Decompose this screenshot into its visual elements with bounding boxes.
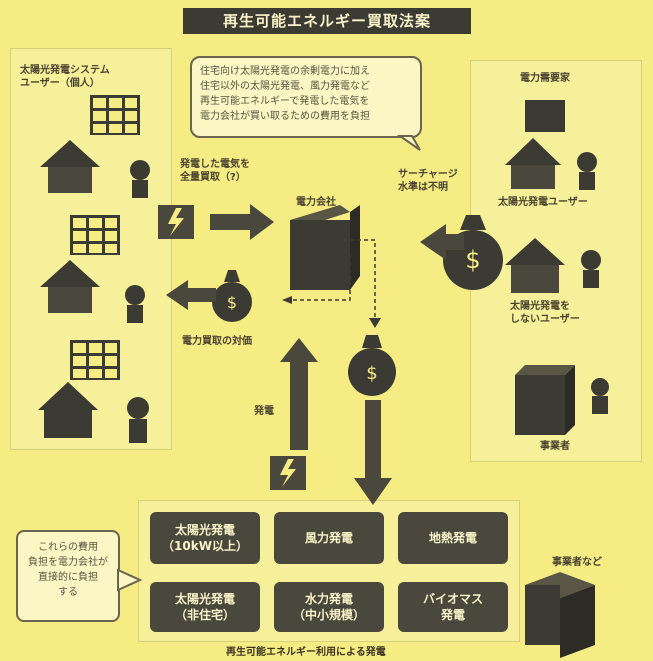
arrow-down-icon [354,400,392,505]
left-header: 太陽光発電システム ユーザー（個人） [20,64,160,90]
gen-geothermal-line-1: 地熱発電 [428,531,477,545]
user-non-solar-line-2: しないユーザー [510,314,580,325]
power-company-building-icon [290,205,360,290]
gen-solar-nonresidential: 太陽光発電 （非住宅） [150,582,260,632]
arrow-left-icon [282,296,292,304]
speech-line-1: 住宅向け太陽光発電の余剰電力に加え [200,66,370,77]
arrow-up-icon [280,338,318,450]
svg-text:$: $ [366,363,377,384]
speech-line-3: 再生可能エネルギーで発電した電気を [200,96,370,107]
note-line-3: 直接的に負担 [38,572,98,583]
house-icon [505,238,601,293]
gen-hydro: 水力発電 （中小規模） [274,582,384,632]
note-line-4: する [58,587,78,598]
user-non-solar-label: 太陽光発電を しないユーザー [510,300,580,326]
gen-solar-nonres-line-2: （非住宅） [174,608,235,622]
note-pointer-icon [117,568,143,592]
generation-label: 発電 [254,406,274,417]
gen-solar-10kw-line-2: （10kW以上） [162,539,248,553]
note-bubble: これらの費用 負担を電力会社が 直接的に負担 する [16,530,120,622]
speech-line-2: 住宅以外の太陽光発電、風力発電など [200,81,370,92]
user-non-solar-line-1: 太陽光発電を [510,301,570,312]
gen-solar-nonres-line-1: 太陽光発電 [174,592,235,606]
left-header-line-1: 太陽光発電システム [20,65,110,76]
gen-geothermal: 地熱発電 [398,512,508,564]
electricity-icon [270,456,306,490]
sell-label-line-2: 全量買取（?） [180,172,246,183]
note-line-1: これらの費用 [38,542,98,553]
solar-house-icon [40,95,150,198]
user-solar-label: 太陽光発電ユーザー [498,197,588,208]
money-bag-icon: $ [348,335,396,396]
purchase-payment-label: 電力買取の対価 [182,336,252,347]
footer-label: 再生可能エネルギー利用による発電 [226,647,386,658]
dashed-flow-icon [290,239,376,320]
gen-wind-line-1: 風力発電 [304,531,353,545]
surcharge-label: サーチャージ 水準は不明 [398,168,458,194]
gen-solar-10kw-line-1: 太陽光発電 [174,523,235,537]
business-cube-icon [525,572,595,658]
business-label: 事業者 [540,441,570,452]
arrow-down-icon [369,318,381,328]
svg-text:$: $ [465,246,480,274]
speech-line-4: 電力会社が買い取るための費用を負担 [200,111,370,122]
speech-pointer-icon [396,135,421,151]
svg-text:$: $ [227,293,237,312]
solar-house-icon [40,215,145,323]
speech-bubble: 住宅向け太陽光発電の余剰電力に加え 住宅以外の太陽光発電、風力発電など 再生可能… [190,56,422,138]
arrow-left-icon [420,224,464,260]
arrow-right-icon [210,204,274,240]
gen-hydro-line-2: （中小規模） [292,608,365,622]
electricity-icon [158,205,194,239]
power-company-label: 電力会社 [296,197,336,208]
gen-biomass-line-2: 発電 [440,608,465,622]
sell-label-line-1: 発電した電気を [180,159,250,170]
surcharge-line-1: サーチャージ [398,169,458,180]
business-etc-label: 事業者など [552,557,602,568]
solar-house-icon [38,340,149,443]
gen-hydro-line-1: 水力発電 [304,592,353,606]
money-bag-icon: $ [212,270,252,322]
sell-label: 発電した電気を 全量買取（?） [180,158,250,184]
gen-biomass-line-1: バイオマス [422,592,483,606]
right-header: 電力需要家 [520,73,570,84]
business-building-icon [515,365,609,435]
surcharge-line-2: 水準は不明 [398,182,448,193]
left-header-line-2: ユーザー（個人） [20,78,100,89]
gen-wind: 風力発電 [274,512,384,564]
money-bag-icon: $ [443,215,503,290]
solar-user-house-icon [505,100,597,190]
gen-solar-10kw: 太陽光発電 （10kW以上） [150,512,260,564]
gen-biomass: バイオマス 発電 [398,582,508,632]
arrow-left-icon [166,280,216,310]
note-line-2: 負担を電力会社が [28,557,108,568]
page-title: 再生可能エネルギー買取法案 [183,8,471,34]
